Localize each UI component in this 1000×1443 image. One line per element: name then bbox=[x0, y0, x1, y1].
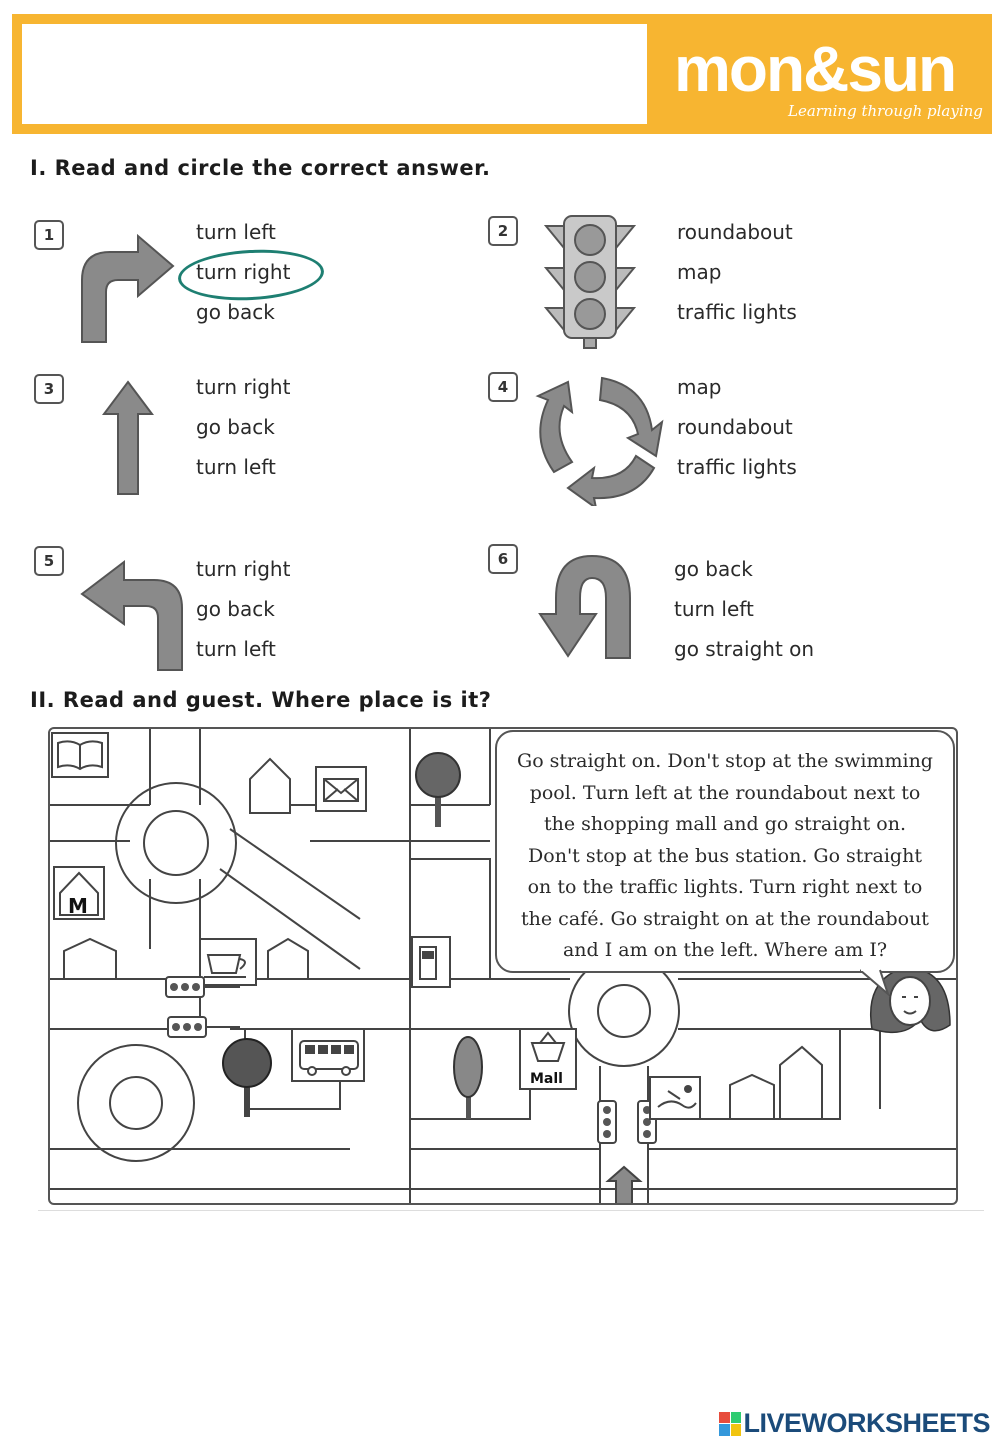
tree-icon bbox=[222, 1038, 272, 1117]
speech-line: Go straight on. Don't stop at the swimmi… bbox=[517, 750, 933, 772]
metro-label: M bbox=[68, 894, 88, 918]
option-text[interactable]: roundabout bbox=[677, 220, 793, 244]
speech-line: the shopping mall and go straight on. bbox=[543, 813, 907, 835]
option-text[interactable]: go straight on bbox=[674, 637, 815, 661]
section-title-2: II. Read and guest. Where place is it? bbox=[30, 688, 492, 712]
option-text[interactable]: traffic lights bbox=[677, 300, 797, 324]
speech-line: Don't stop at the bus station. Go straig… bbox=[528, 844, 922, 867]
speech-line: the café. Go straight on at the roundabo… bbox=[521, 907, 929, 930]
option-text[interactable]: traffic lights bbox=[677, 455, 797, 479]
speech-line: pool. Turn left at the roundabout next t… bbox=[529, 781, 921, 804]
house-icon bbox=[729, 1073, 775, 1120]
roundabout-icon bbox=[535, 376, 664, 506]
traffic-light-icon bbox=[165, 976, 240, 998]
mall-label: Mall bbox=[530, 1071, 563, 1087]
option-text[interactable]: turn right bbox=[196, 375, 291, 399]
question-number: 2 bbox=[488, 216, 518, 246]
swimming-pool-icon bbox=[649, 1076, 701, 1120]
question-number: 3 bbox=[34, 374, 64, 404]
section-title-1: I. Read and circle the correct answer. bbox=[30, 156, 491, 180]
traffic-lights-icon bbox=[544, 215, 636, 349]
option-text[interactable]: roundabout bbox=[677, 415, 793, 439]
option-text[interactable]: turn left bbox=[196, 220, 276, 244]
speech-tail-icon bbox=[860, 968, 891, 998]
tree-icon bbox=[415, 752, 461, 827]
logo-tagline: Learning through playing bbox=[788, 102, 983, 120]
traffic-light-icon bbox=[167, 1016, 240, 1038]
speech-line: on to the traffic lights. Turn right nex… bbox=[527, 876, 923, 898]
option-text[interactable]: turn right bbox=[196, 557, 291, 581]
option-text[interactable]: turn left bbox=[674, 597, 754, 621]
liveworksheets-icon bbox=[719, 1411, 742, 1436]
option-text[interactable]: turn right bbox=[196, 260, 291, 284]
bus-station-icon bbox=[291, 1028, 365, 1082]
shopping-mall-icon: Mall bbox=[519, 1028, 577, 1090]
post-office-icon bbox=[315, 766, 367, 812]
straight-arrow-icon bbox=[102, 380, 154, 495]
brand-logo: mon&sun Learning through playing bbox=[648, 14, 992, 134]
library-icon bbox=[51, 732, 109, 778]
metro-station-icon: M bbox=[53, 866, 105, 920]
option-text[interactable]: go back bbox=[196, 415, 275, 439]
traffic-light-icon bbox=[597, 1100, 617, 1144]
name-field-area bbox=[22, 24, 647, 124]
divider bbox=[38, 1210, 984, 1211]
petrol-station-icon bbox=[411, 936, 451, 988]
start-arrow-icon bbox=[605, 1165, 643, 1203]
map-drawing: M bbox=[50, 729, 956, 1203]
question-number: 6 bbox=[488, 544, 518, 574]
option-text[interactable]: turn left bbox=[196, 637, 276, 661]
house-icon bbox=[779, 1045, 823, 1120]
option-text[interactable]: map bbox=[677, 375, 722, 399]
option-text[interactable]: go back bbox=[196, 597, 275, 621]
answer-circle-mark bbox=[176, 246, 326, 304]
option-text[interactable]: go back bbox=[674, 557, 753, 581]
turn-right-arrow-icon bbox=[81, 233, 175, 343]
question-number: 1 bbox=[34, 220, 64, 250]
option-text[interactable]: map bbox=[677, 260, 722, 284]
u-turn-arrow-icon bbox=[538, 554, 631, 659]
option-text[interactable]: go back bbox=[196, 300, 275, 324]
speech-bubble: Go straight on. Don't stop at the swimmi… bbox=[495, 730, 955, 973]
logo-text: mon&sun bbox=[674, 33, 957, 105]
footer-brand[interactable]: LIVEWORKSHEETS bbox=[719, 1408, 990, 1439]
house-icon bbox=[267, 937, 309, 980]
question-number: 5 bbox=[34, 546, 64, 576]
house-icon bbox=[249, 757, 291, 814]
cafe-icon bbox=[199, 938, 257, 986]
speech-line: and I am on the left. Where am I? bbox=[562, 939, 888, 961]
footer-brand-text: LIVEWORKSHEETS bbox=[743, 1408, 990, 1438]
turn-left-arrow-icon bbox=[80, 559, 183, 671]
house-icon bbox=[63, 937, 117, 980]
tree-icon bbox=[453, 1036, 483, 1119]
question-number: 4 bbox=[488, 372, 518, 402]
girl-character-icon bbox=[870, 966, 951, 1034]
option-text[interactable]: turn left bbox=[196, 455, 276, 479]
